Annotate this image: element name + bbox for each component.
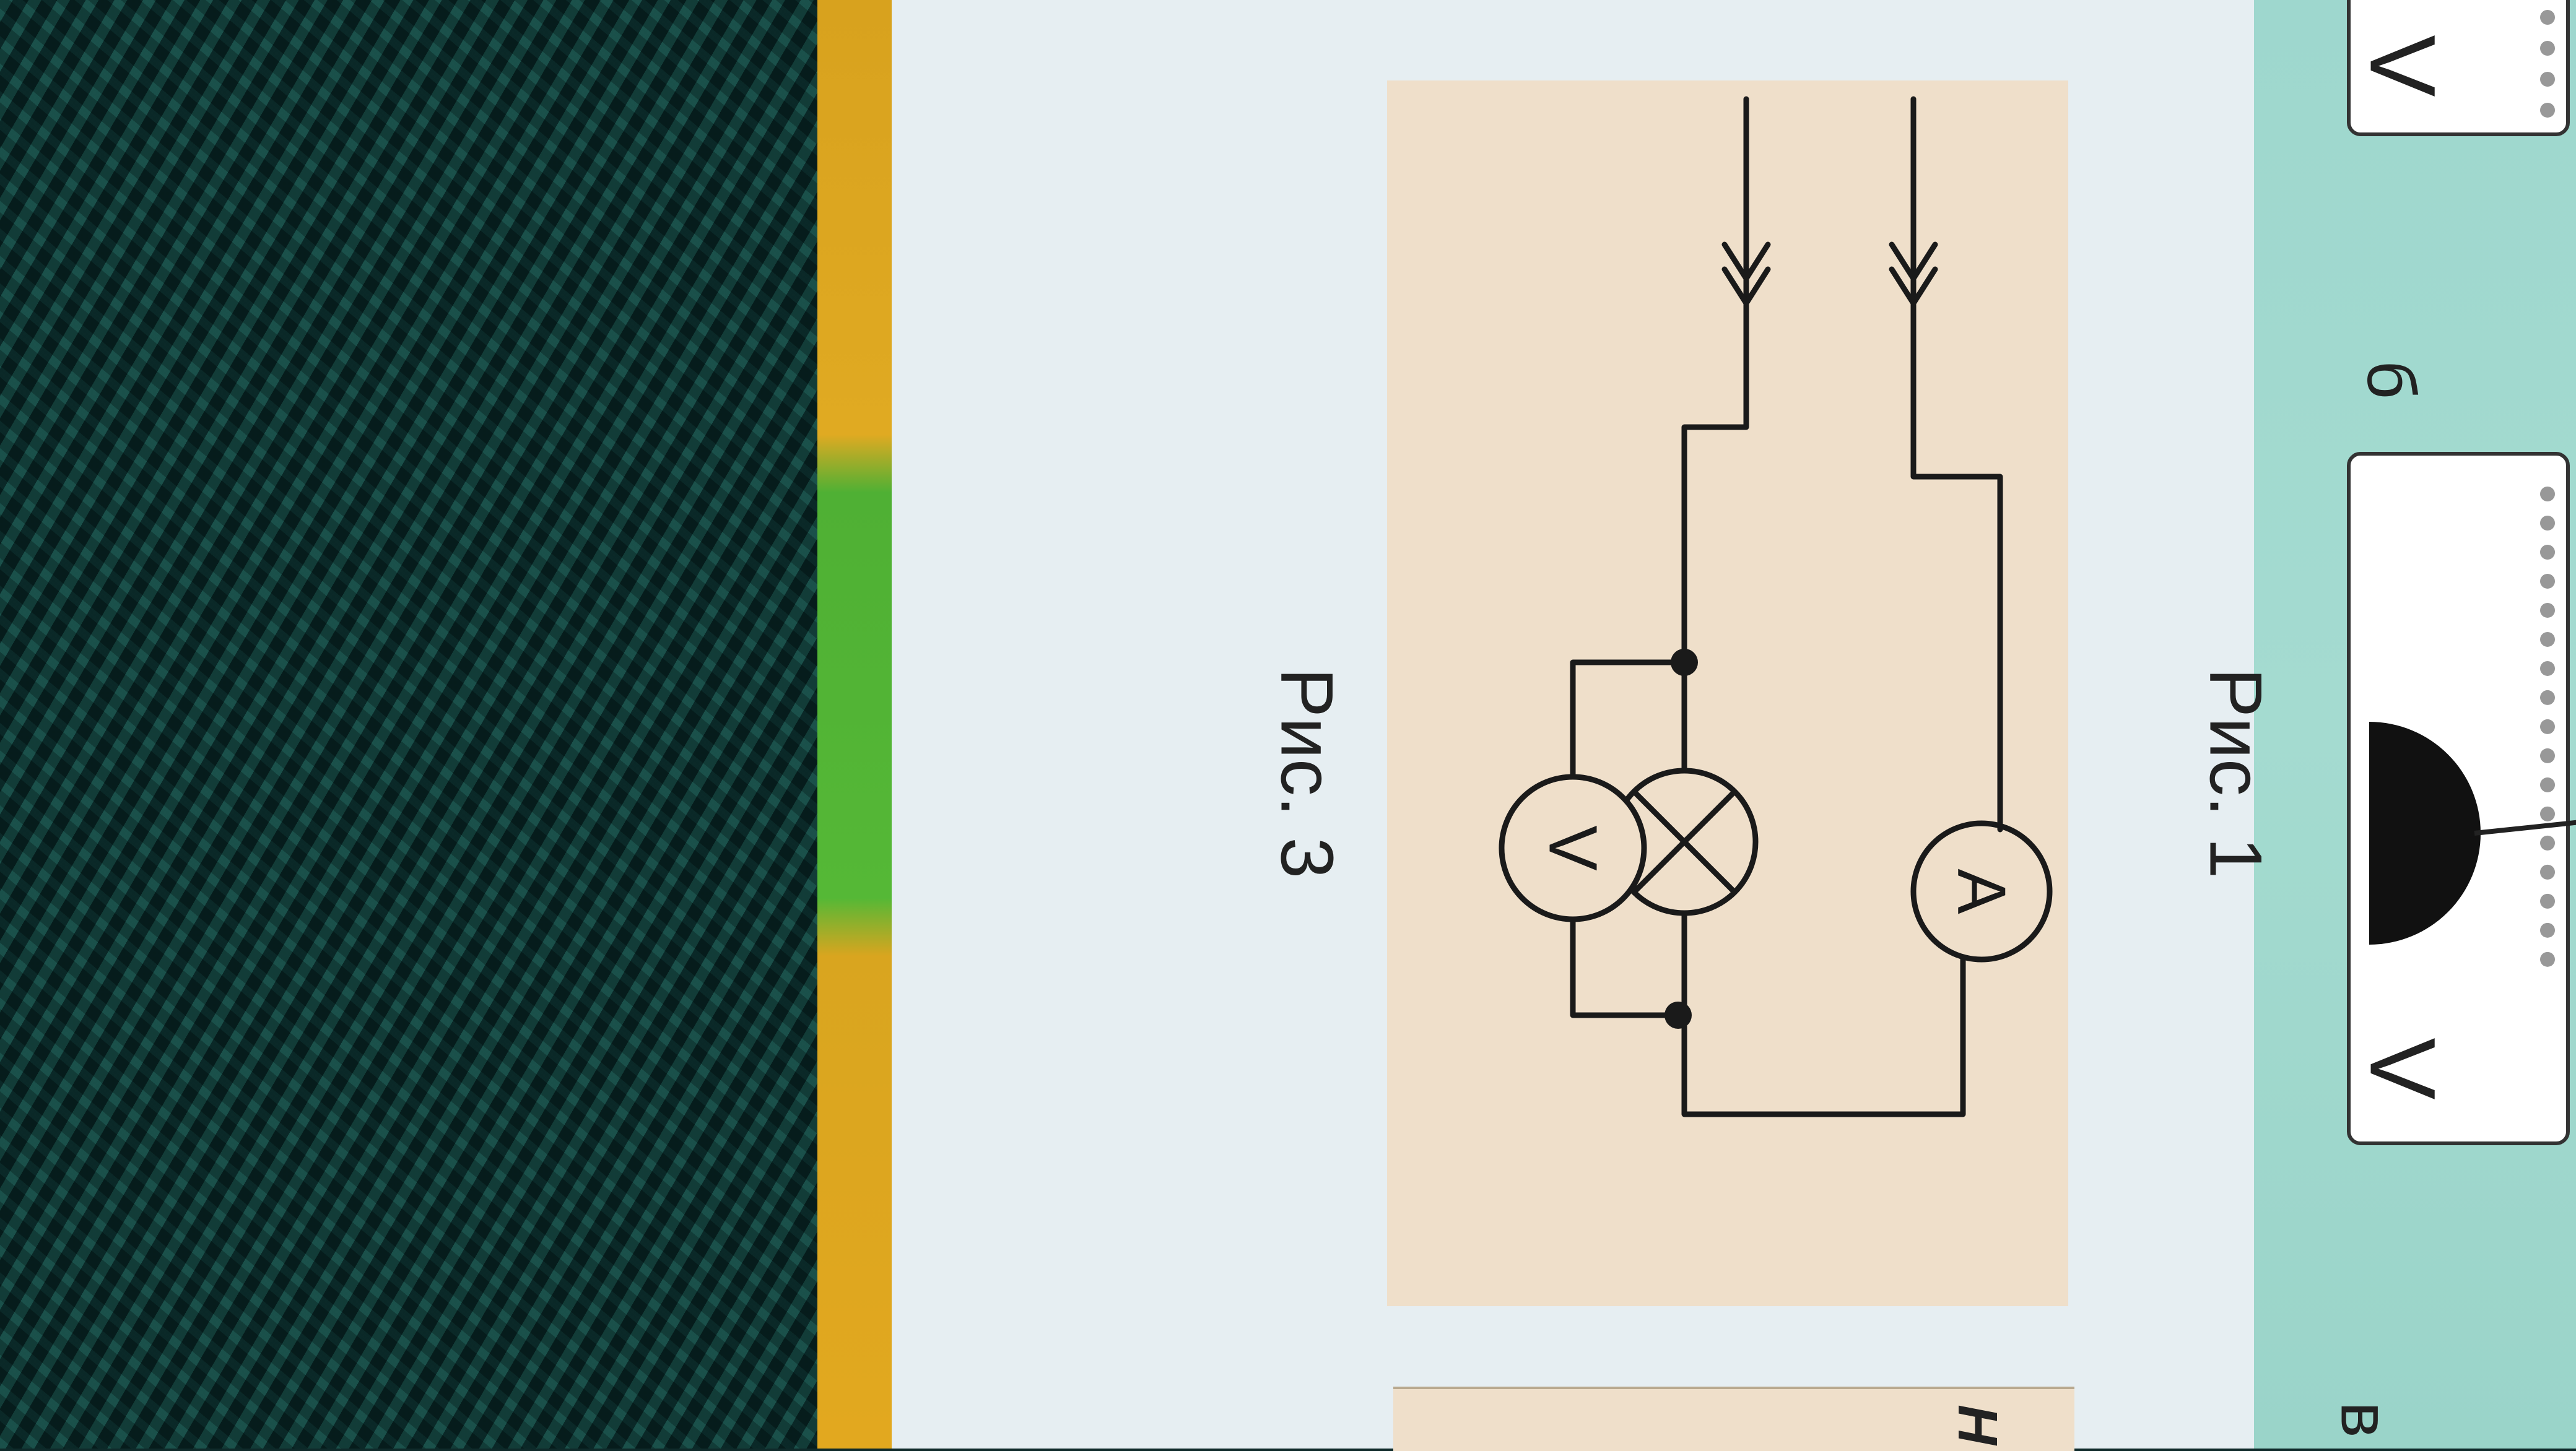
meter-label-top: V [2351,35,2455,97]
circuit-figure: A V [1387,80,2068,1306]
side-letter-b: б [2353,360,2430,400]
arrow-right-2 [1889,266,1938,306]
lamp-cross-2 [1631,789,1738,895]
next-figure-strip [1393,1387,2074,1451]
voltmeter-dial-middle [2347,452,2576,1145]
side-letter-v: в [2326,1401,2403,1438]
circuit-diagram: A V [1499,96,2053,1117]
dial-scale [2369,487,2555,967]
ammeter-label: A [1944,868,2020,914]
dial-scale [2369,10,2555,118]
junction-bottom [1664,1002,1692,1029]
voltmeter-dial-top [2347,0,2570,136]
voltmeter-symbol [1499,774,1647,922]
wire-right [1910,96,2003,833]
voltmeter-label: V [1535,825,1611,870]
ammeter-symbol [1910,820,2053,963]
caption-fig1: Рис. 1 [2194,667,2278,879]
arrow-right-1 [1889,241,1938,282]
meter-label-middle: V [2351,1037,2455,1100]
caption-fig3: Рис. 3 [1265,667,1349,879]
next-figure-letter: Н [1946,1405,2008,1445]
junction-top [1671,649,1698,676]
book-cover-edge [817,0,892,1449]
carpet-background [0,0,842,1449]
arrow-left-1 [1721,241,1771,282]
arrow-left-2 [1721,266,1771,306]
